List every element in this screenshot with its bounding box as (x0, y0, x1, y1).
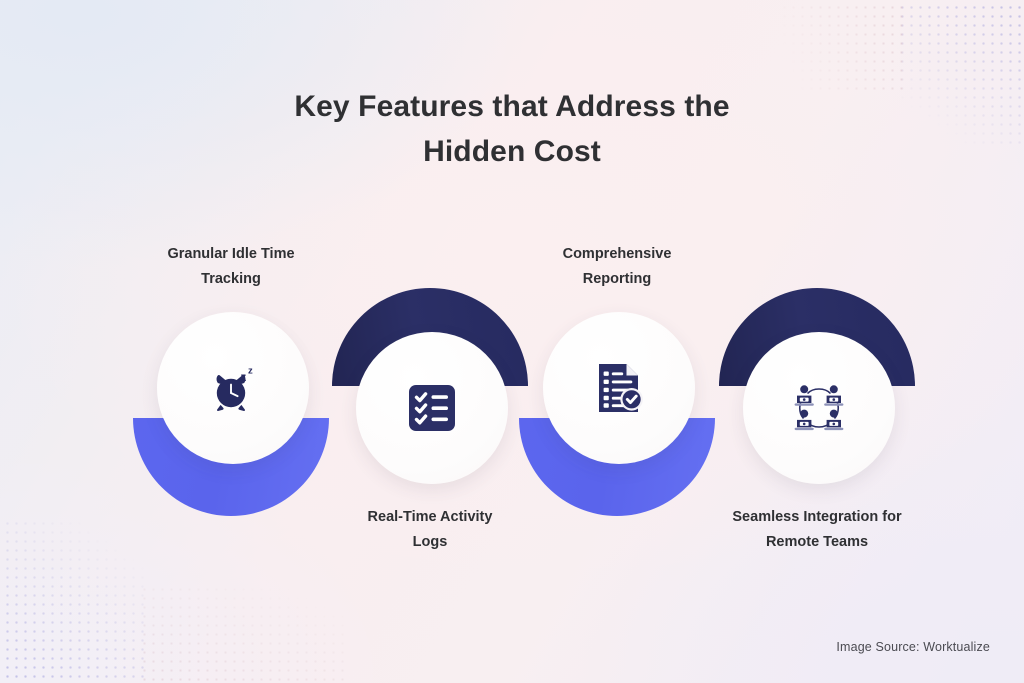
feature-label: Granular Idle Time Tracking (101, 242, 361, 292)
feature-label-line-1: Comprehensive (562, 246, 672, 262)
checklist-icon (399, 375, 465, 441)
dot-pattern-bottom-left-secondary-icon (140, 585, 350, 683)
feature-label-line-1: Real-Time Activity (367, 509, 493, 525)
feature-label: Real-Time Activity Logs (300, 505, 560, 555)
feature-label-line-2: Reporting (582, 271, 652, 287)
feature-label-line-2: Logs (412, 534, 448, 550)
feature-icon-disc (743, 332, 895, 484)
dot-pattern-top-right-icon (898, 0, 1024, 146)
feature-item-real-time-activity-logs[interactable]: Real-Time Activity Logs (310, 0, 550, 683)
svg-text:z: z (248, 366, 253, 377)
document-check-report-icon (586, 355, 652, 421)
feature-label: Comprehensive Reporting (487, 242, 747, 292)
page-title-line-1: Key Features that Address the (294, 90, 730, 123)
dot-pattern-top-right-secondary-icon (780, 0, 906, 90)
feature-item-granular-idle-time-tracking[interactable]: z z Granular Idle Time Tracking (111, 0, 351, 683)
page-title: Key Features that Address the Hidden Cos… (0, 84, 1024, 174)
remote-team-network-icon (786, 375, 852, 441)
svg-text:z: z (241, 372, 247, 384)
feature-label-line-1: Seamless Integration for (732, 509, 902, 525)
feature-item-comprehensive-reporting[interactable]: Comprehensive Reporting (497, 0, 737, 683)
feature-label: Seamless Integration for Remote Teams (687, 505, 947, 555)
feature-icon-disc (543, 312, 695, 464)
feature-label-line-1: Granular Idle Time (167, 246, 295, 262)
feature-label-line-2: Tracking (201, 271, 261, 287)
feature-icon-disc: z z (157, 312, 309, 464)
alarm-clock-sleep-icon: z z (200, 355, 266, 421)
image-source-credit: Image Source: Worktualize (836, 640, 990, 654)
feature-icon-disc (356, 332, 508, 484)
feature-label-line-2: Remote Teams (765, 534, 869, 550)
page-title-line-2: Hidden Cost (423, 135, 601, 168)
feature-item-seamless-integration-for-remote-teams[interactable]: Seamless Integration for Remote Teams (697, 0, 937, 683)
dot-pattern-bottom-left-icon (0, 519, 144, 683)
